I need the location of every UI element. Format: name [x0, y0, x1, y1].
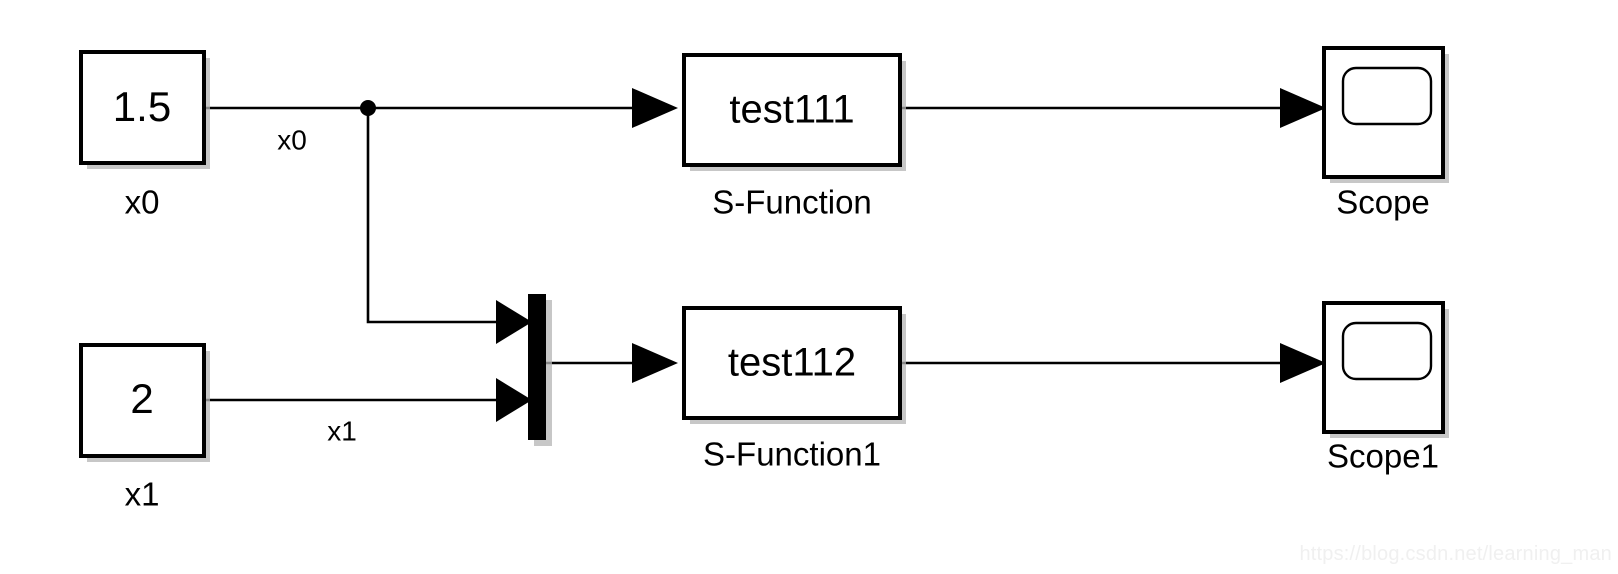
- arrow-head-scope-bottom-input: [1280, 343, 1326, 383]
- block-body: [79, 50, 206, 165]
- signal-junction-dot: [360, 100, 376, 116]
- block-caption: x1: [125, 476, 160, 513]
- wire-sfunction1-to-scope1[interactable]: [900, 343, 1326, 383]
- block-s-function1[interactable]: test112 S-Function1: [682, 306, 906, 473]
- block-caption: Scope1: [1327, 438, 1439, 475]
- scope-screen-icon: [1341, 321, 1433, 381]
- block-caption: x0: [125, 184, 160, 221]
- block-value-label: test111: [729, 88, 854, 132]
- block-value-label: test112: [728, 341, 856, 385]
- block-caption: S-Function1: [703, 436, 881, 473]
- block-s-function[interactable]: test111 S-Function: [682, 53, 906, 221]
- block-scope1[interactable]: Scope1: [1322, 301, 1449, 475]
- scope-screen-icon: [1341, 66, 1433, 126]
- block-caption: Scope: [1336, 184, 1430, 221]
- block-caption: S-Function: [712, 184, 872, 221]
- arrow-head-scope-top-input: [1280, 88, 1326, 128]
- watermark-text: https://blog.csdn.net/learning_man: [1299, 543, 1612, 565]
- block-mux[interactable]: [528, 294, 552, 446]
- arrow-head-mux-input-1: [496, 300, 532, 344]
- mux-bar-body: [528, 294, 546, 440]
- wire-x1-to-mux[interactable]: [204, 378, 532, 422]
- arrow-head-mux-input-2: [496, 378, 532, 422]
- arrow-head-sfunction-top-input: [632, 88, 678, 128]
- block-body: [682, 53, 902, 167]
- wire-x0-to-sfunction[interactable]: [204, 88, 678, 128]
- signal-label-x0[interactable]: x0: [277, 124, 307, 155]
- block-body: [682, 306, 902, 420]
- block-value-label: 1.5: [113, 83, 171, 130]
- block-constant-x0[interactable]: 1.5 x0: [79, 50, 210, 221]
- wire-segment: [366, 108, 497, 324]
- block-scope[interactable]: Scope: [1322, 46, 1449, 221]
- block-body: [79, 343, 206, 458]
- wire-sfunction-to-scope[interactable]: [900, 88, 1326, 128]
- wire-x0-branch-to-mux[interactable]: [366, 108, 532, 344]
- signal-label-x1[interactable]: x1: [327, 415, 357, 446]
- block-value-label: 2: [130, 375, 153, 422]
- arrow-head-sfunction-bottom-input: [632, 343, 678, 383]
- wire-mux-to-sfunction1[interactable]: [546, 343, 678, 383]
- block-constant-x1[interactable]: 2 x1: [79, 343, 210, 513]
